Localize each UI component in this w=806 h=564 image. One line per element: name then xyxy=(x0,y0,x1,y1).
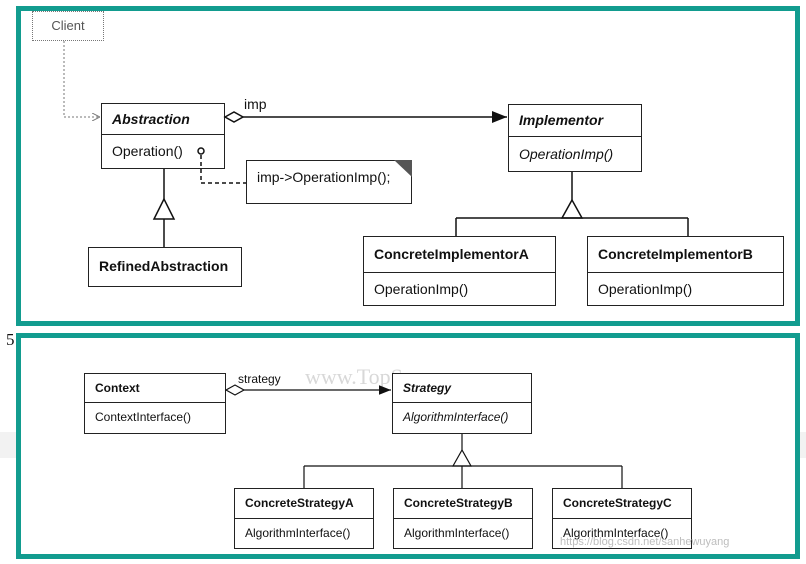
implementor-op: OperationImp() xyxy=(519,146,614,162)
note-text: imp->OperationImp(); xyxy=(257,169,391,185)
concrete-implementor-b-name: ConcreteImplementorB xyxy=(588,237,783,273)
credit-watermark: https://blog.csdn.net/sanhewuyang xyxy=(560,536,730,548)
abstraction-op: Operation() xyxy=(112,143,183,159)
operation-note: imp->OperationImp(); xyxy=(246,160,412,204)
concrete-implementor-a-name: ConcreteImplementorA xyxy=(364,237,555,273)
concrete-strategy-a-name: ConcreteStrategyA xyxy=(235,489,373,519)
strategy-class: Strategy AlgorithmInterface() xyxy=(392,373,532,434)
concrete-strategy-b-op: AlgorithmInterface() xyxy=(404,526,510,540)
concrete-strategy-a-class: ConcreteStrategyA AlgorithmInterface() xyxy=(234,488,374,549)
concrete-strategy-b-name: ConcreteStrategyB xyxy=(394,489,532,519)
context-op: ContextInterface() xyxy=(95,410,192,424)
strategy-op: AlgorithmInterface() xyxy=(403,410,509,424)
concrete-implementor-a-op: OperationImp() xyxy=(374,281,469,297)
strategy-label: strategy xyxy=(238,372,281,386)
refined-abstraction-class: RefinedAbstraction xyxy=(88,247,242,287)
implementor-class: Implementor OperationImp() xyxy=(508,104,642,172)
concrete-strategy-c-name: ConcreteStrategyC xyxy=(553,489,691,519)
concrete-strategy-c-class: ConcreteStrategyC AlgorithmInterface() xyxy=(552,488,692,549)
abstraction-name: Abstraction xyxy=(102,104,224,135)
concrete-strategy-c-op: AlgorithmInterface() xyxy=(563,526,669,540)
concrete-strategy-b-class: ConcreteStrategyB AlgorithmInterface() xyxy=(393,488,533,549)
implementor-name: Implementor xyxy=(509,105,641,137)
strategy-name: Strategy xyxy=(393,374,531,403)
context-name: Context xyxy=(85,374,225,403)
context-class: Context ContextInterface() xyxy=(84,373,226,434)
concrete-implementor-b-op: OperationImp() xyxy=(598,281,693,297)
concrete-strategy-a-op: AlgorithmInterface() xyxy=(245,526,351,540)
refined-abstraction-name: RefinedAbstraction xyxy=(99,258,229,274)
section-number: 5 xyxy=(6,330,15,349)
imp-label: imp xyxy=(244,96,267,112)
concrete-implementor-a-class: ConcreteImplementorA OperationImp() xyxy=(363,236,556,306)
concrete-implementor-b-class: ConcreteImplementorB OperationImp() xyxy=(587,236,784,306)
abstraction-class: Abstraction Operation() xyxy=(101,103,225,169)
client-box: Client xyxy=(32,11,104,41)
